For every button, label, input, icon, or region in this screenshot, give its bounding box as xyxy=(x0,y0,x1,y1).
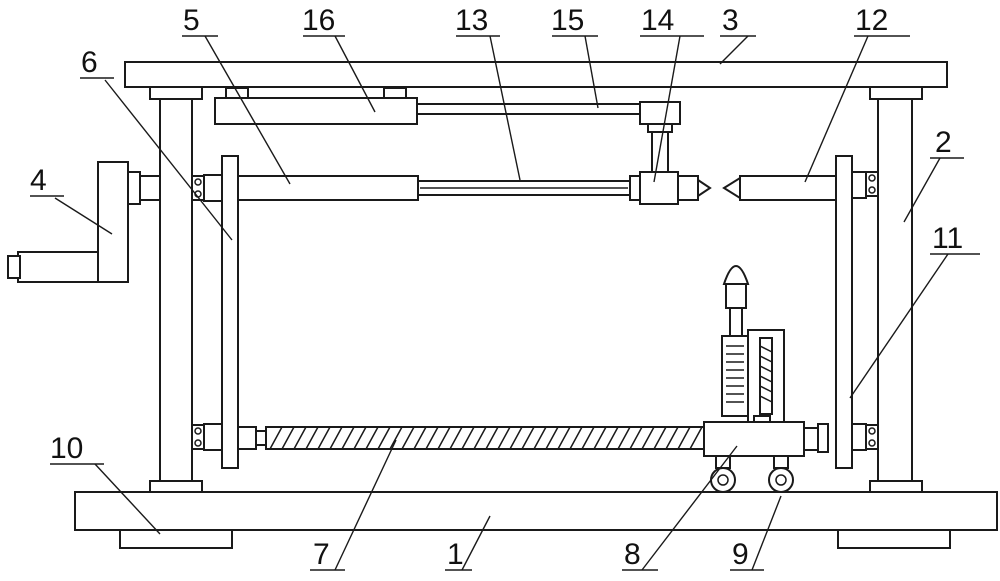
right-column xyxy=(877,98,913,482)
right-center-point xyxy=(722,176,741,200)
wheels xyxy=(710,455,794,493)
slider-block xyxy=(703,421,805,457)
right-lower-bearing xyxy=(865,424,879,450)
right-lower-flange xyxy=(851,423,867,451)
left-column-cap-bottom xyxy=(149,480,203,493)
label-4: 4 xyxy=(30,164,47,197)
left-column xyxy=(159,98,193,482)
label-5: 5 xyxy=(183,4,200,37)
screw-threads xyxy=(269,426,703,450)
left-lower-flange xyxy=(203,423,223,451)
label-9: 9 xyxy=(732,538,749,571)
label-6: 6 xyxy=(81,46,98,79)
left-lower-bearing xyxy=(191,424,205,450)
hand-crank xyxy=(7,161,161,283)
left-vertical-plate xyxy=(221,155,239,469)
left-center-point xyxy=(697,178,712,198)
leader-lines xyxy=(30,35,980,571)
top-connector xyxy=(639,101,681,125)
label-12: 12 xyxy=(855,4,888,37)
top-rod xyxy=(416,103,646,115)
label-2: 2 xyxy=(935,126,952,159)
top-cylinder xyxy=(214,97,418,125)
left-upper-flange xyxy=(203,174,223,202)
right-column-cap-top xyxy=(869,86,923,100)
label-8: 8 xyxy=(624,538,641,571)
top-plate xyxy=(124,61,948,88)
label-3: 3 xyxy=(722,4,739,37)
right-vertical-plate xyxy=(835,155,853,469)
label-15: 15 xyxy=(551,4,584,37)
label-14: 14 xyxy=(641,4,674,37)
label-10: 10 xyxy=(50,432,83,465)
upper-cylinder xyxy=(237,175,419,201)
right-foot xyxy=(837,529,951,549)
label-1: 1 xyxy=(447,538,464,571)
base-plate xyxy=(74,491,998,531)
right-upper-bearing xyxy=(865,171,879,197)
label-16: 16 xyxy=(302,4,335,37)
clamp-block xyxy=(639,171,679,205)
right-center-shaft xyxy=(739,175,837,201)
right-column-cap-bottom xyxy=(869,480,923,493)
left-column-cap-top xyxy=(149,86,203,100)
label-11: 11 xyxy=(932,222,963,255)
label-13: 13 xyxy=(455,4,488,37)
spring-assembly xyxy=(721,265,785,423)
right-upper-flange xyxy=(851,171,867,199)
left-foot xyxy=(119,529,233,549)
label-7: 7 xyxy=(313,538,330,571)
